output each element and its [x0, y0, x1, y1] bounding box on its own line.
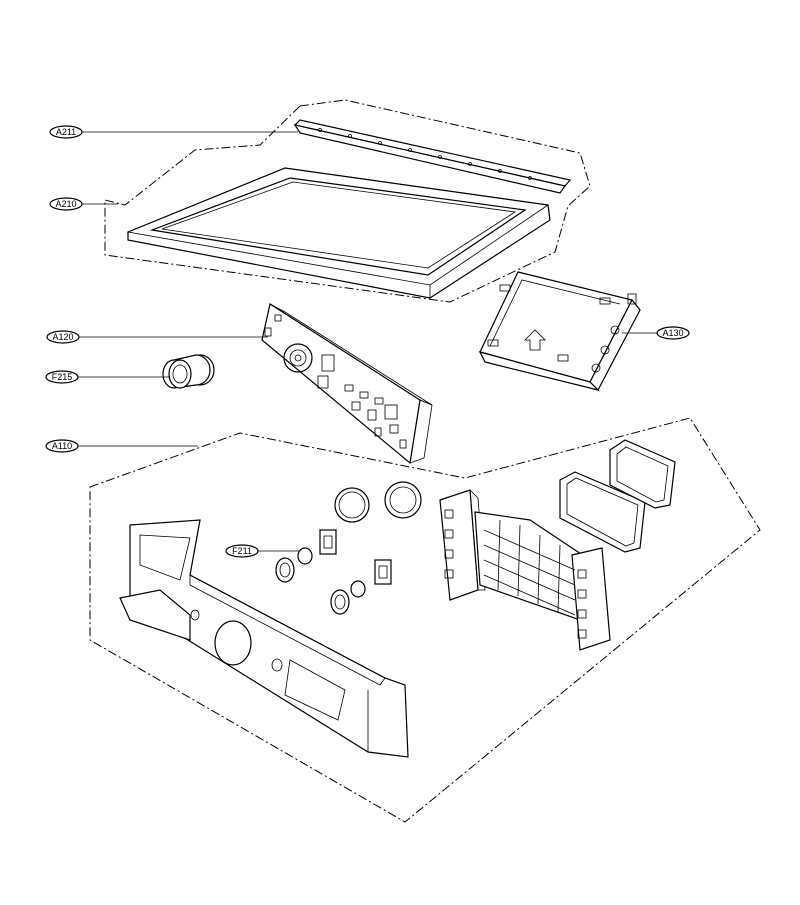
callout-a110: A110 — [45, 439, 198, 453]
control-panel-fascia — [119, 519, 409, 758]
button-holder-bracket — [439, 488, 611, 651]
top-assembly-dashed-boundary — [104, 99, 591, 303]
callout-a210: A210 — [49, 197, 118, 211]
control-pcb-assembly — [261, 303, 433, 465]
callout-f211: F211 — [225, 544, 300, 558]
callout-label-f211: F211 — [232, 546, 252, 556]
top-cover-frame — [126, 167, 551, 299]
callout-a211: A211 — [49, 125, 298, 139]
callout-label-a120: A120 — [52, 332, 73, 342]
callout-label-a130: A130 — [662, 328, 683, 338]
display-window-lens — [609, 439, 676, 509]
knob — [162, 354, 215, 389]
callout-label-a210: A210 — [55, 199, 76, 209]
top-bracket-strip — [293, 119, 572, 194]
callout-label-a211: A211 — [56, 127, 76, 137]
callout-a130: A130 — [622, 326, 690, 340]
control-box — [478, 271, 641, 392]
callout-f215: F215 — [45, 370, 170, 384]
callout-label-a110: A110 — [52, 441, 72, 451]
control-panel-dashed-boundary — [89, 417, 761, 823]
display-window-frame — [559, 471, 646, 553]
callout-a120: A120 — [46, 330, 268, 344]
callout-label-f215: F215 — [52, 372, 73, 382]
push-buttons — [275, 481, 422, 615]
